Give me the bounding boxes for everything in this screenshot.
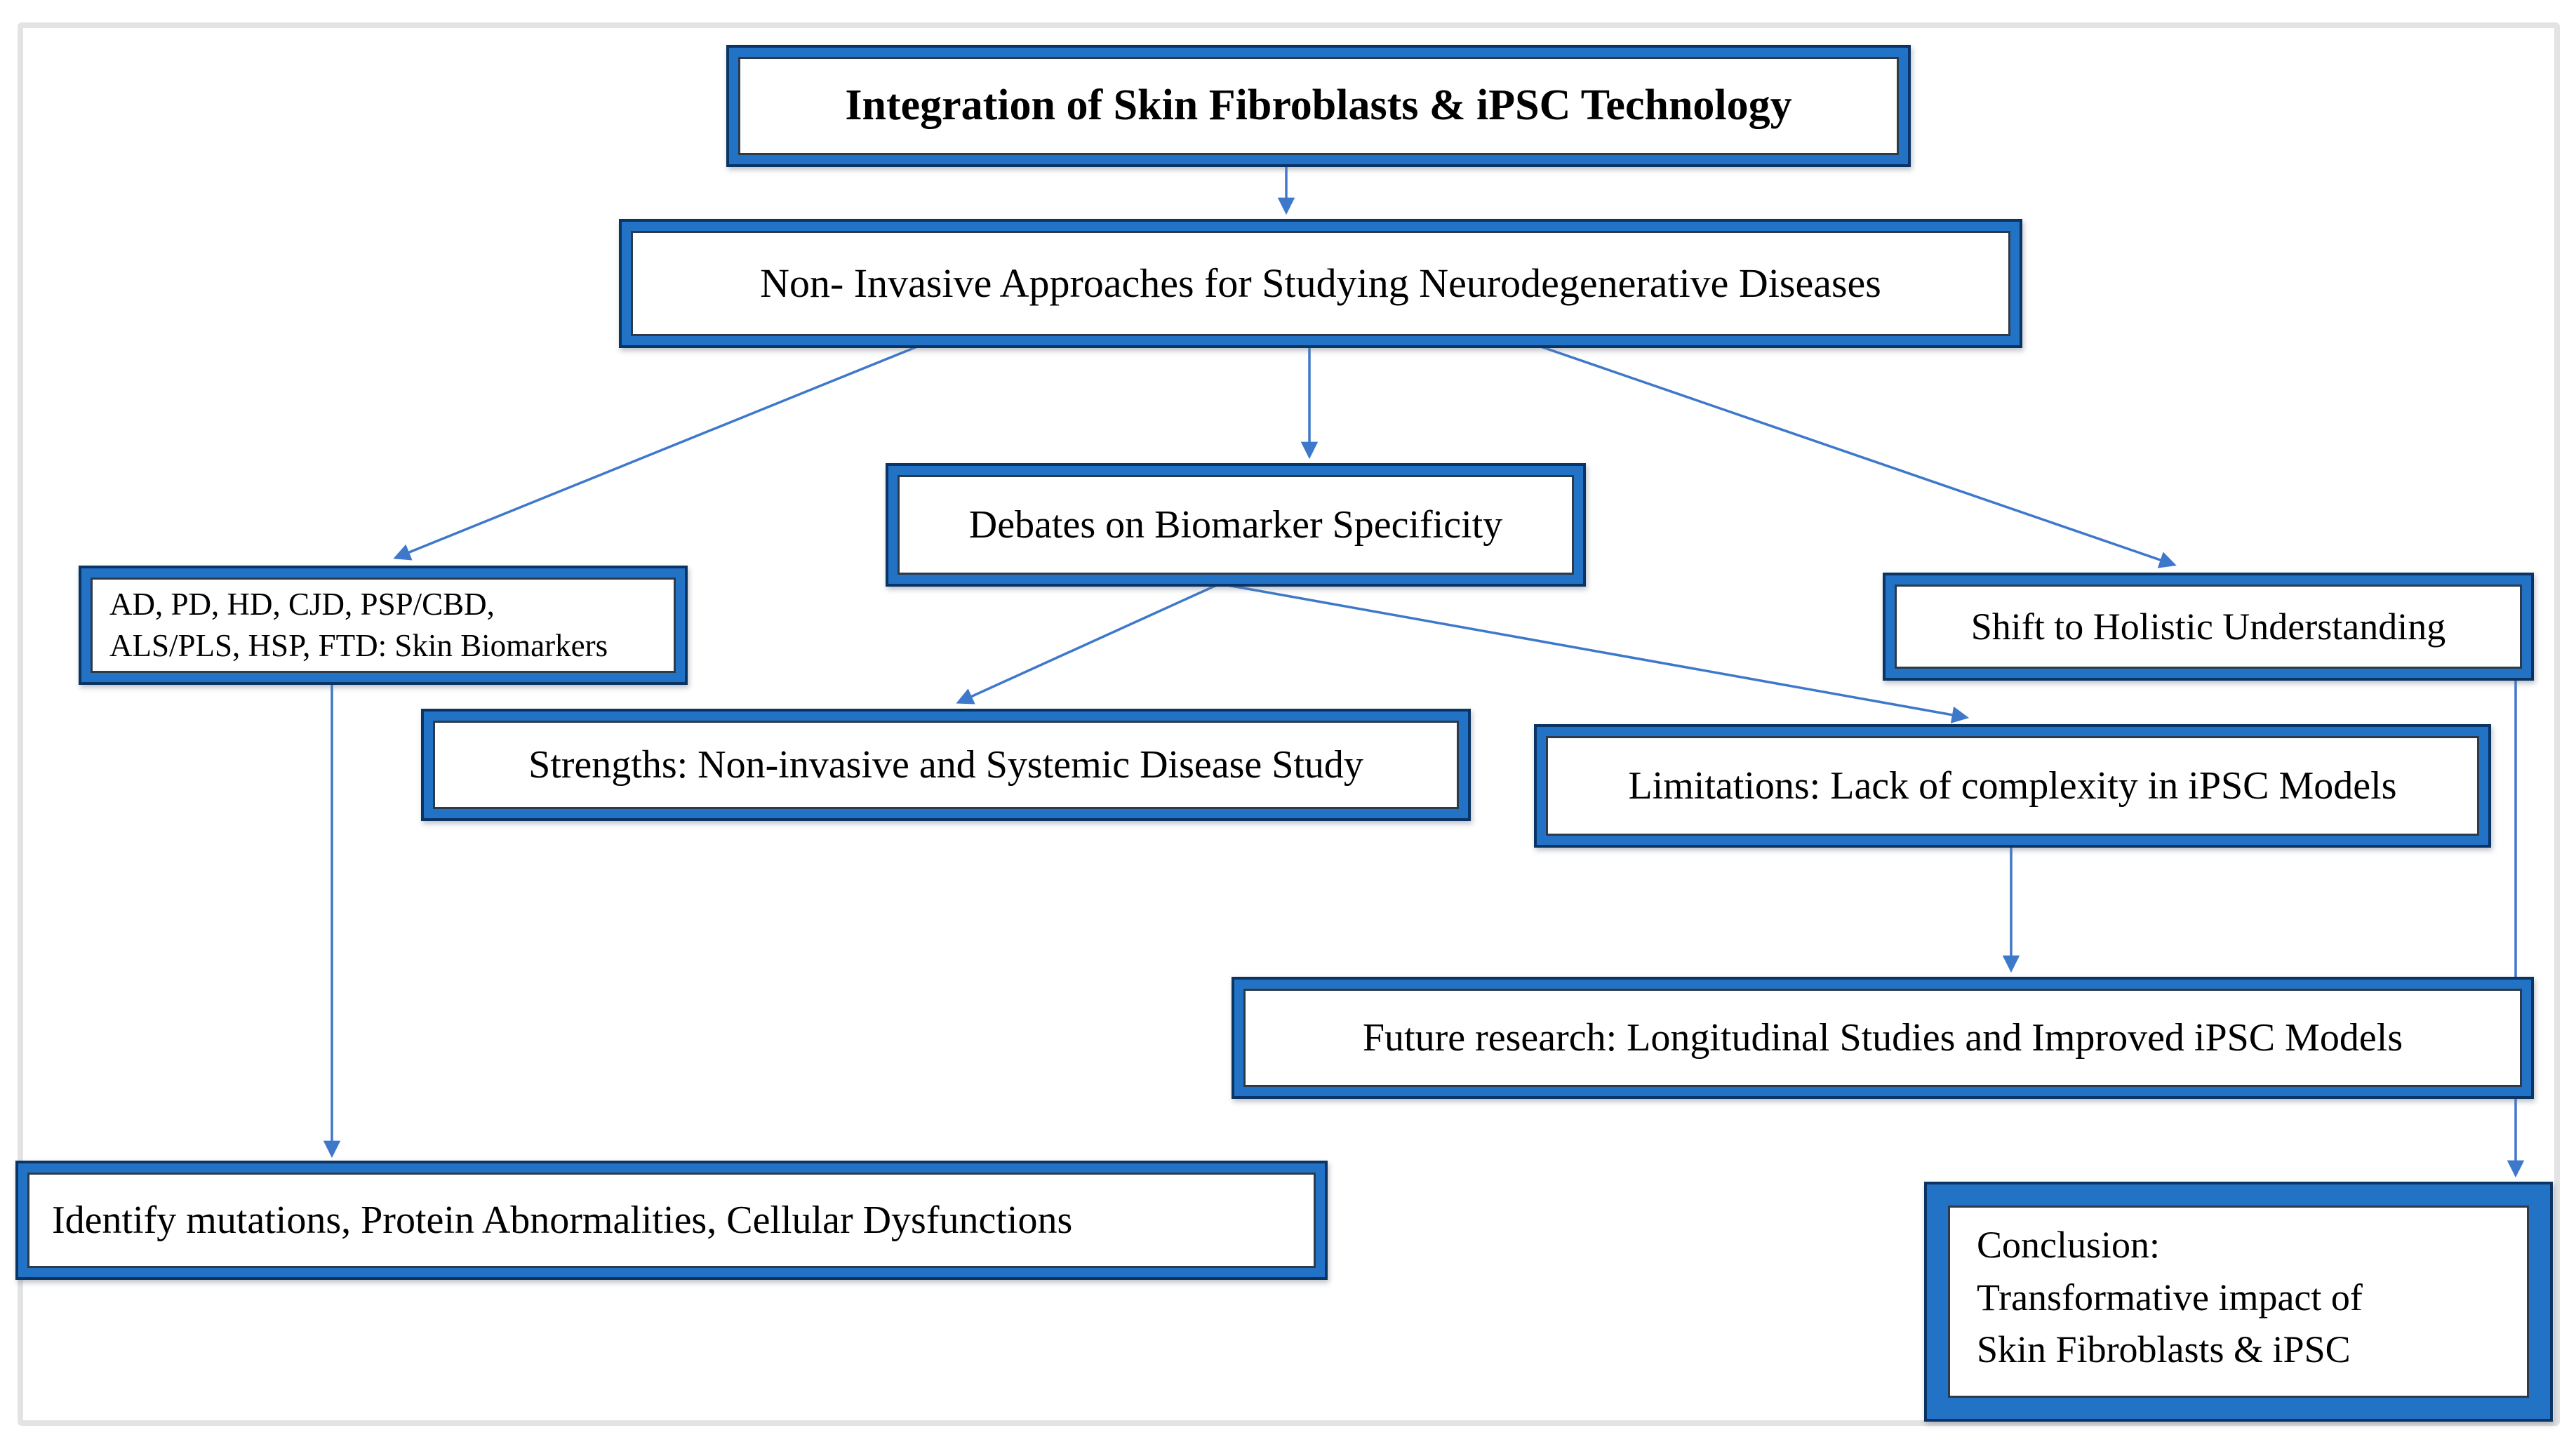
node-strengths-inner: Strengths: Non-invasive and Systemic Dis… <box>433 721 1459 809</box>
arrow-debates-to-limitations <box>1219 582 1970 723</box>
node-noninvasive: Non- Invasive Approaches for Studying Ne… <box>619 219 2022 348</box>
node-limitations-inner: Limitations: Lack of complexity in iPSC … <box>1546 736 2479 836</box>
node-strengths-label: Strengths: Non-invasive and Systemic Dis… <box>528 742 1363 787</box>
node-debates-label: Debates on Biomarker Specificity <box>968 502 1503 547</box>
node-skin-biomarkers-label: AD, PD, HD, CJD, PSP/CBD, ALS/PLS, HSP, … <box>109 586 608 663</box>
node-noninvasive-label: Non- Invasive Approaches for Studying Ne… <box>760 260 1881 306</box>
node-title: Integration of Skin Fibroblasts & iPSC T… <box>726 45 1911 167</box>
node-noninvasive-inner: Non- Invasive Approaches for Studying Ne… <box>631 231 2010 336</box>
node-title-label: Integration of Skin Fibroblasts & iPSC T… <box>845 81 1792 130</box>
node-identify-mutations: Identify mutations, Protein Abnormalitie… <box>15 1161 1328 1280</box>
node-holistic-label: Shift to Holistic Understanding <box>1970 605 2446 648</box>
node-strengths: Strengths: Non-invasive and Systemic Dis… <box>421 709 1471 821</box>
arrow-debates-to-strengths <box>956 582 1220 705</box>
node-debates: Debates on Biomarker Specificity <box>886 463 1586 587</box>
node-identify-mutations-label: Identify mutations, Protein Abnormalitie… <box>52 1198 1073 1242</box>
node-holistic-inner: Shift to Holistic Understanding <box>1895 585 2522 669</box>
node-debates-inner: Debates on Biomarker Specificity <box>897 475 1574 575</box>
node-future-research-inner: Future research: Longitudinal Studies an… <box>1243 989 2522 1087</box>
arrow-noninvasive-to-skin-biomarkers <box>393 344 921 561</box>
node-identify-mutations-inner: Identify mutations, Protein Abnormalitie… <box>27 1173 1316 1268</box>
node-holistic: Shift to Holistic Understanding <box>1883 573 2534 681</box>
node-future-research-label: Future research: Longitudinal Studies an… <box>1362 1015 2403 1060</box>
node-skin-biomarkers-inner: AD, PD, HD, CJD, PSP/CBD, ALS/PLS, HSP, … <box>91 578 676 673</box>
arrow-noninvasive-to-holistic <box>1536 344 2177 568</box>
node-title-inner: Integration of Skin Fibroblasts & iPSC T… <box>738 57 1899 155</box>
node-conclusion: Conclusion: Transformative impact of Ski… <box>1924 1182 2553 1422</box>
node-limitations: Limitations: Lack of complexity in iPSC … <box>1534 724 2491 848</box>
node-limitations-label: Limitations: Lack of complexity in iPSC … <box>1628 763 2397 808</box>
node-conclusion-label: Conclusion: Transformative impact of Ski… <box>1977 1224 2363 1371</box>
node-conclusion-inner: Conclusion: Transformative impact of Ski… <box>1948 1206 2529 1398</box>
node-skin-biomarkers: AD, PD, HD, CJD, PSP/CBD, ALS/PLS, HSP, … <box>79 566 688 685</box>
node-future-research: Future research: Longitudinal Studies an… <box>1232 977 2534 1099</box>
